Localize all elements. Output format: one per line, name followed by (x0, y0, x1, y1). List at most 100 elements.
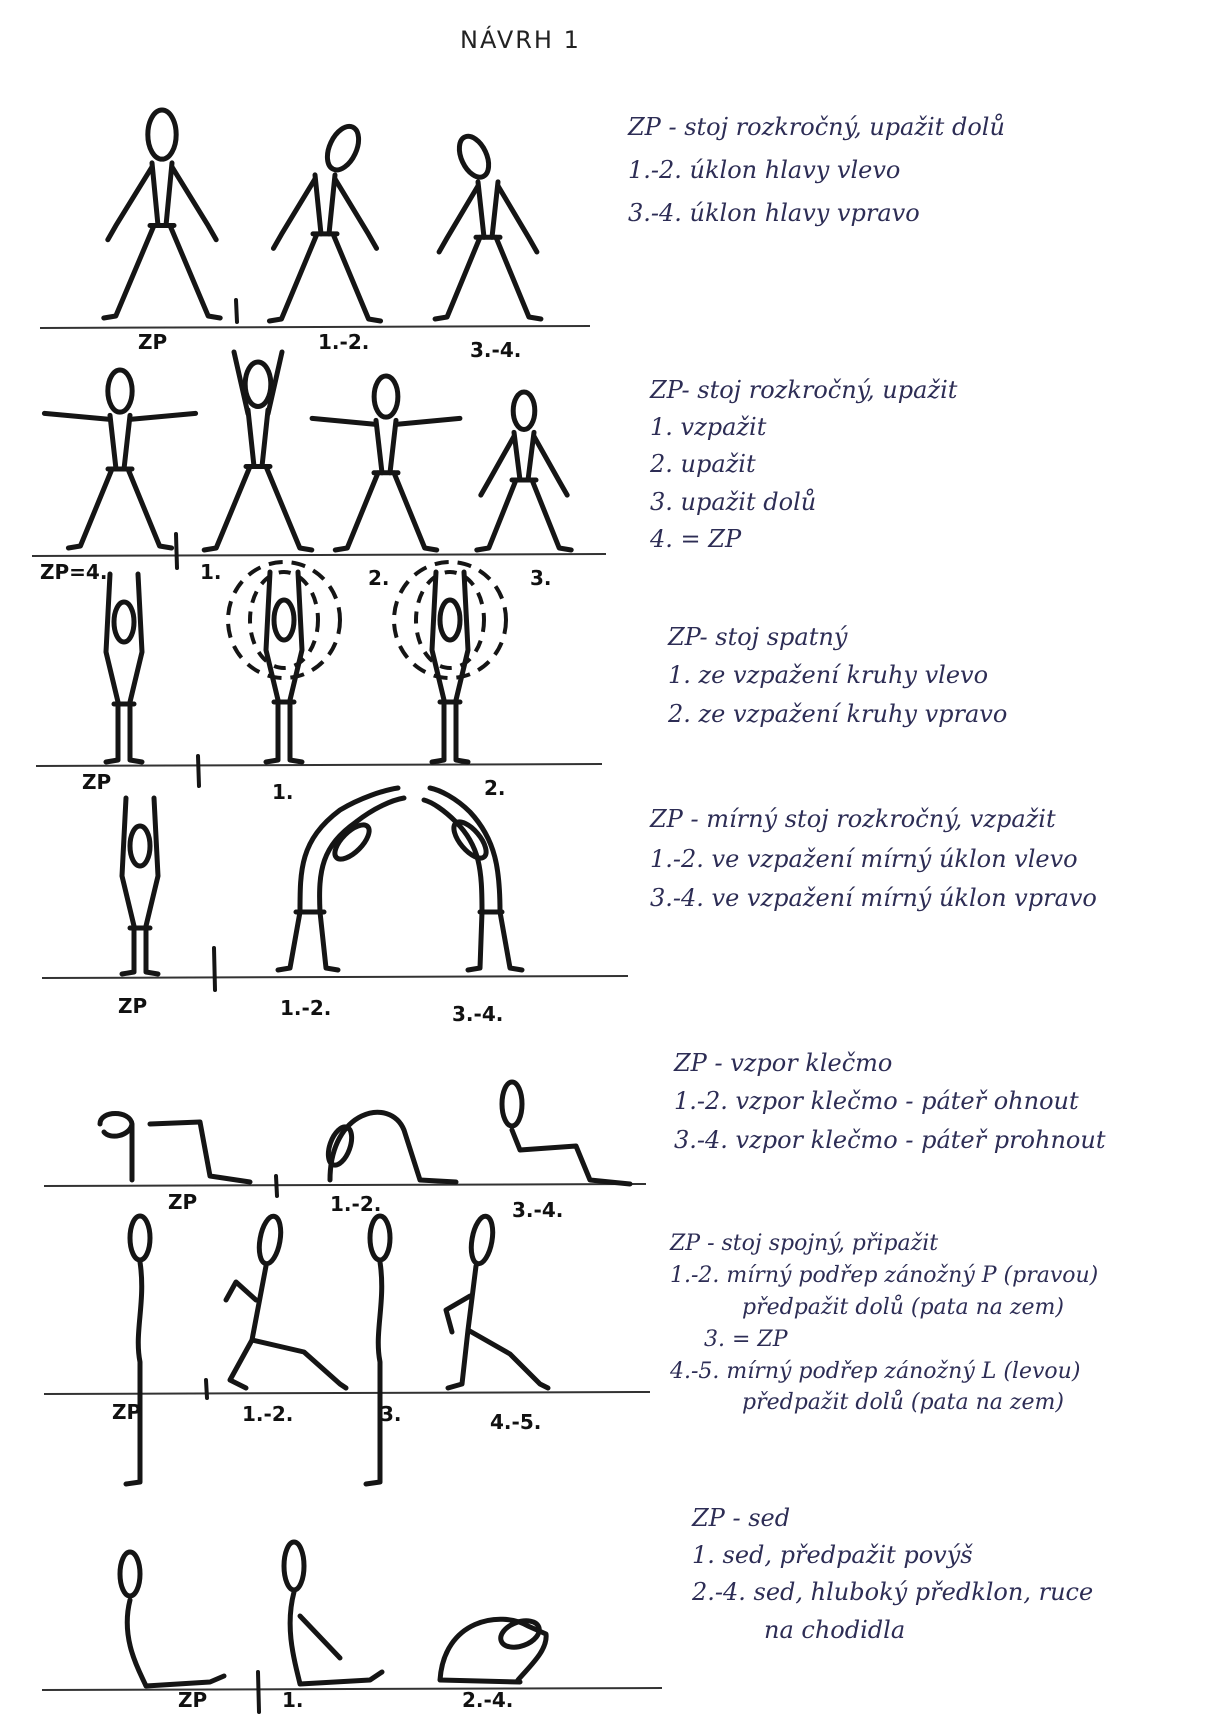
figure-label: 2. (484, 776, 506, 800)
divider-tick (176, 534, 177, 568)
figure-stroke (498, 186, 537, 252)
figure-head (440, 600, 460, 640)
figure-head (130, 826, 150, 866)
divider-tick (258, 1672, 259, 1712)
exercise-notes: ZP - mírný stoj rozkročný, vzpažit 1.-2.… (650, 800, 1097, 919)
figure-stroke (312, 418, 376, 424)
figure-head (329, 819, 374, 864)
figure-stroke (106, 704, 118, 762)
note-line: 1. ze vzpažení kruhy vlevo (668, 656, 1007, 694)
figure-stroke (478, 182, 498, 237)
figure-label: 3.-4. (452, 1002, 503, 1026)
figure-label: 1. (272, 780, 294, 804)
figure-head (114, 602, 134, 642)
note-line: 3.-4. ve vzpažení mírný úklon vpravo (650, 879, 1097, 919)
figure-stroke (440, 1619, 546, 1682)
figure-label: 2. (368, 566, 390, 590)
circle-motion-path (228, 562, 340, 678)
note-line: 1. vzpažit (650, 409, 957, 446)
figure-label: 1.-2. (330, 1192, 381, 1216)
figure-label: 1. (200, 560, 222, 584)
figure-stroke (335, 473, 378, 550)
figure-stroke (108, 167, 152, 240)
note-line: 1.-2. úklon hlavy vlevo (628, 149, 1005, 192)
figure-stroke (481, 436, 514, 495)
exercise-notes: ZP- stoj spatný 1. ze vzpažení kruhy vle… (668, 618, 1007, 733)
note-line: předpažit dolů (pata na zem) (670, 1387, 1098, 1419)
figure-stroke (290, 1592, 382, 1684)
figure-stroke (170, 226, 220, 319)
figure-stroke (226, 1266, 346, 1388)
figure-stroke (248, 410, 268, 467)
note-line: 4. = ZP (650, 521, 957, 558)
figure-head (321, 122, 365, 175)
note-line: 1. sed, předpažit povýš (692, 1537, 1093, 1574)
note-line: 3. = ZP (670, 1324, 1098, 1356)
figure-head (374, 376, 398, 417)
figure-head (370, 1216, 390, 1260)
figure-head (324, 1124, 356, 1168)
divider-tick (206, 1380, 207, 1398)
figure-head (108, 370, 132, 412)
divider-tick (214, 948, 215, 990)
figure-stroke (439, 186, 478, 252)
figure-label: 3. (380, 1402, 402, 1426)
figure-label: 3. (530, 566, 552, 590)
figure-stroke (68, 469, 112, 548)
note-line: ZP - mírný stoj rozkročný, vzpažit (650, 800, 1097, 840)
note-line: ZP- stoj spatný (668, 618, 1007, 656)
figure-head (148, 110, 176, 159)
figure-head (274, 600, 294, 640)
figure-stroke (130, 704, 142, 762)
figure-head (284, 1542, 304, 1590)
figure-stroke (127, 1600, 224, 1686)
figure-stroke (130, 413, 196, 419)
figure-label: 3.-4. (470, 338, 521, 362)
figure-label: 1. (282, 1688, 304, 1712)
figure-label: 1.-2. (280, 996, 331, 1020)
exercise-notes: ZP - sed 1. sed, předpažit povýš 2.-4. s… (692, 1500, 1093, 1649)
figure-label: ZP (118, 994, 147, 1018)
figure-label: ZP (112, 1400, 141, 1424)
figure-label: 3.-4. (512, 1198, 563, 1222)
figure-stroke (128, 469, 172, 548)
figure-label: ZP (138, 330, 167, 354)
exercise-notes: ZP - stoj spojný, připažit 1.-2. mírný p… (670, 1228, 1098, 1419)
figure-head (502, 1082, 522, 1126)
figure-label: 2.-4. (462, 1688, 513, 1712)
figure-stroke (376, 420, 396, 472)
figure-head (120, 1552, 140, 1596)
figure-label: ZP=4. (40, 560, 107, 584)
note-line: předpažit dolů (pata na zem) (670, 1292, 1098, 1324)
figure-stroke (122, 928, 134, 974)
ground-line (42, 1688, 662, 1690)
divider-tick (236, 300, 237, 322)
figure-head (245, 362, 271, 406)
figure-stroke (446, 1266, 548, 1388)
figure-head (256, 1215, 284, 1266)
note-line: ZP - stoj spojný, připažit (670, 1228, 1098, 1260)
note-line: 3. upažit dolů (650, 484, 957, 521)
figure-stroke (172, 167, 216, 240)
note-line: 3.-4. vzpor klečmo - páteř prohnout (674, 1121, 1105, 1159)
exercise-notes: ZP- stoj rozkročný, upažit 1. vzpažit 2.… (650, 372, 957, 558)
figure-label: 4.-5. (490, 1410, 541, 1434)
note-line: 1.-2. vzpor klečmo - páteř ohnout (674, 1082, 1105, 1120)
figure-stroke (290, 702, 302, 762)
ground-line (40, 326, 590, 328)
ground-line (32, 554, 606, 556)
figure-label: ZP (82, 770, 111, 794)
figure-stroke (126, 1262, 142, 1484)
ground-line (44, 1184, 646, 1186)
figure-stroke (273, 179, 315, 248)
note-line: ZP - stoj rozkročný, upažit dolů (628, 106, 1005, 149)
ground-line (36, 764, 602, 766)
note-line: 1.-2. ve vzpažení mírný úklon vlevo (650, 840, 1097, 880)
circle-motion-path (394, 562, 506, 678)
figure-stroke (100, 1114, 250, 1183)
note-line: 2. upažit (650, 446, 957, 483)
figure-stroke (456, 702, 468, 762)
figure-stroke (204, 467, 250, 551)
figure-stroke (396, 418, 460, 424)
